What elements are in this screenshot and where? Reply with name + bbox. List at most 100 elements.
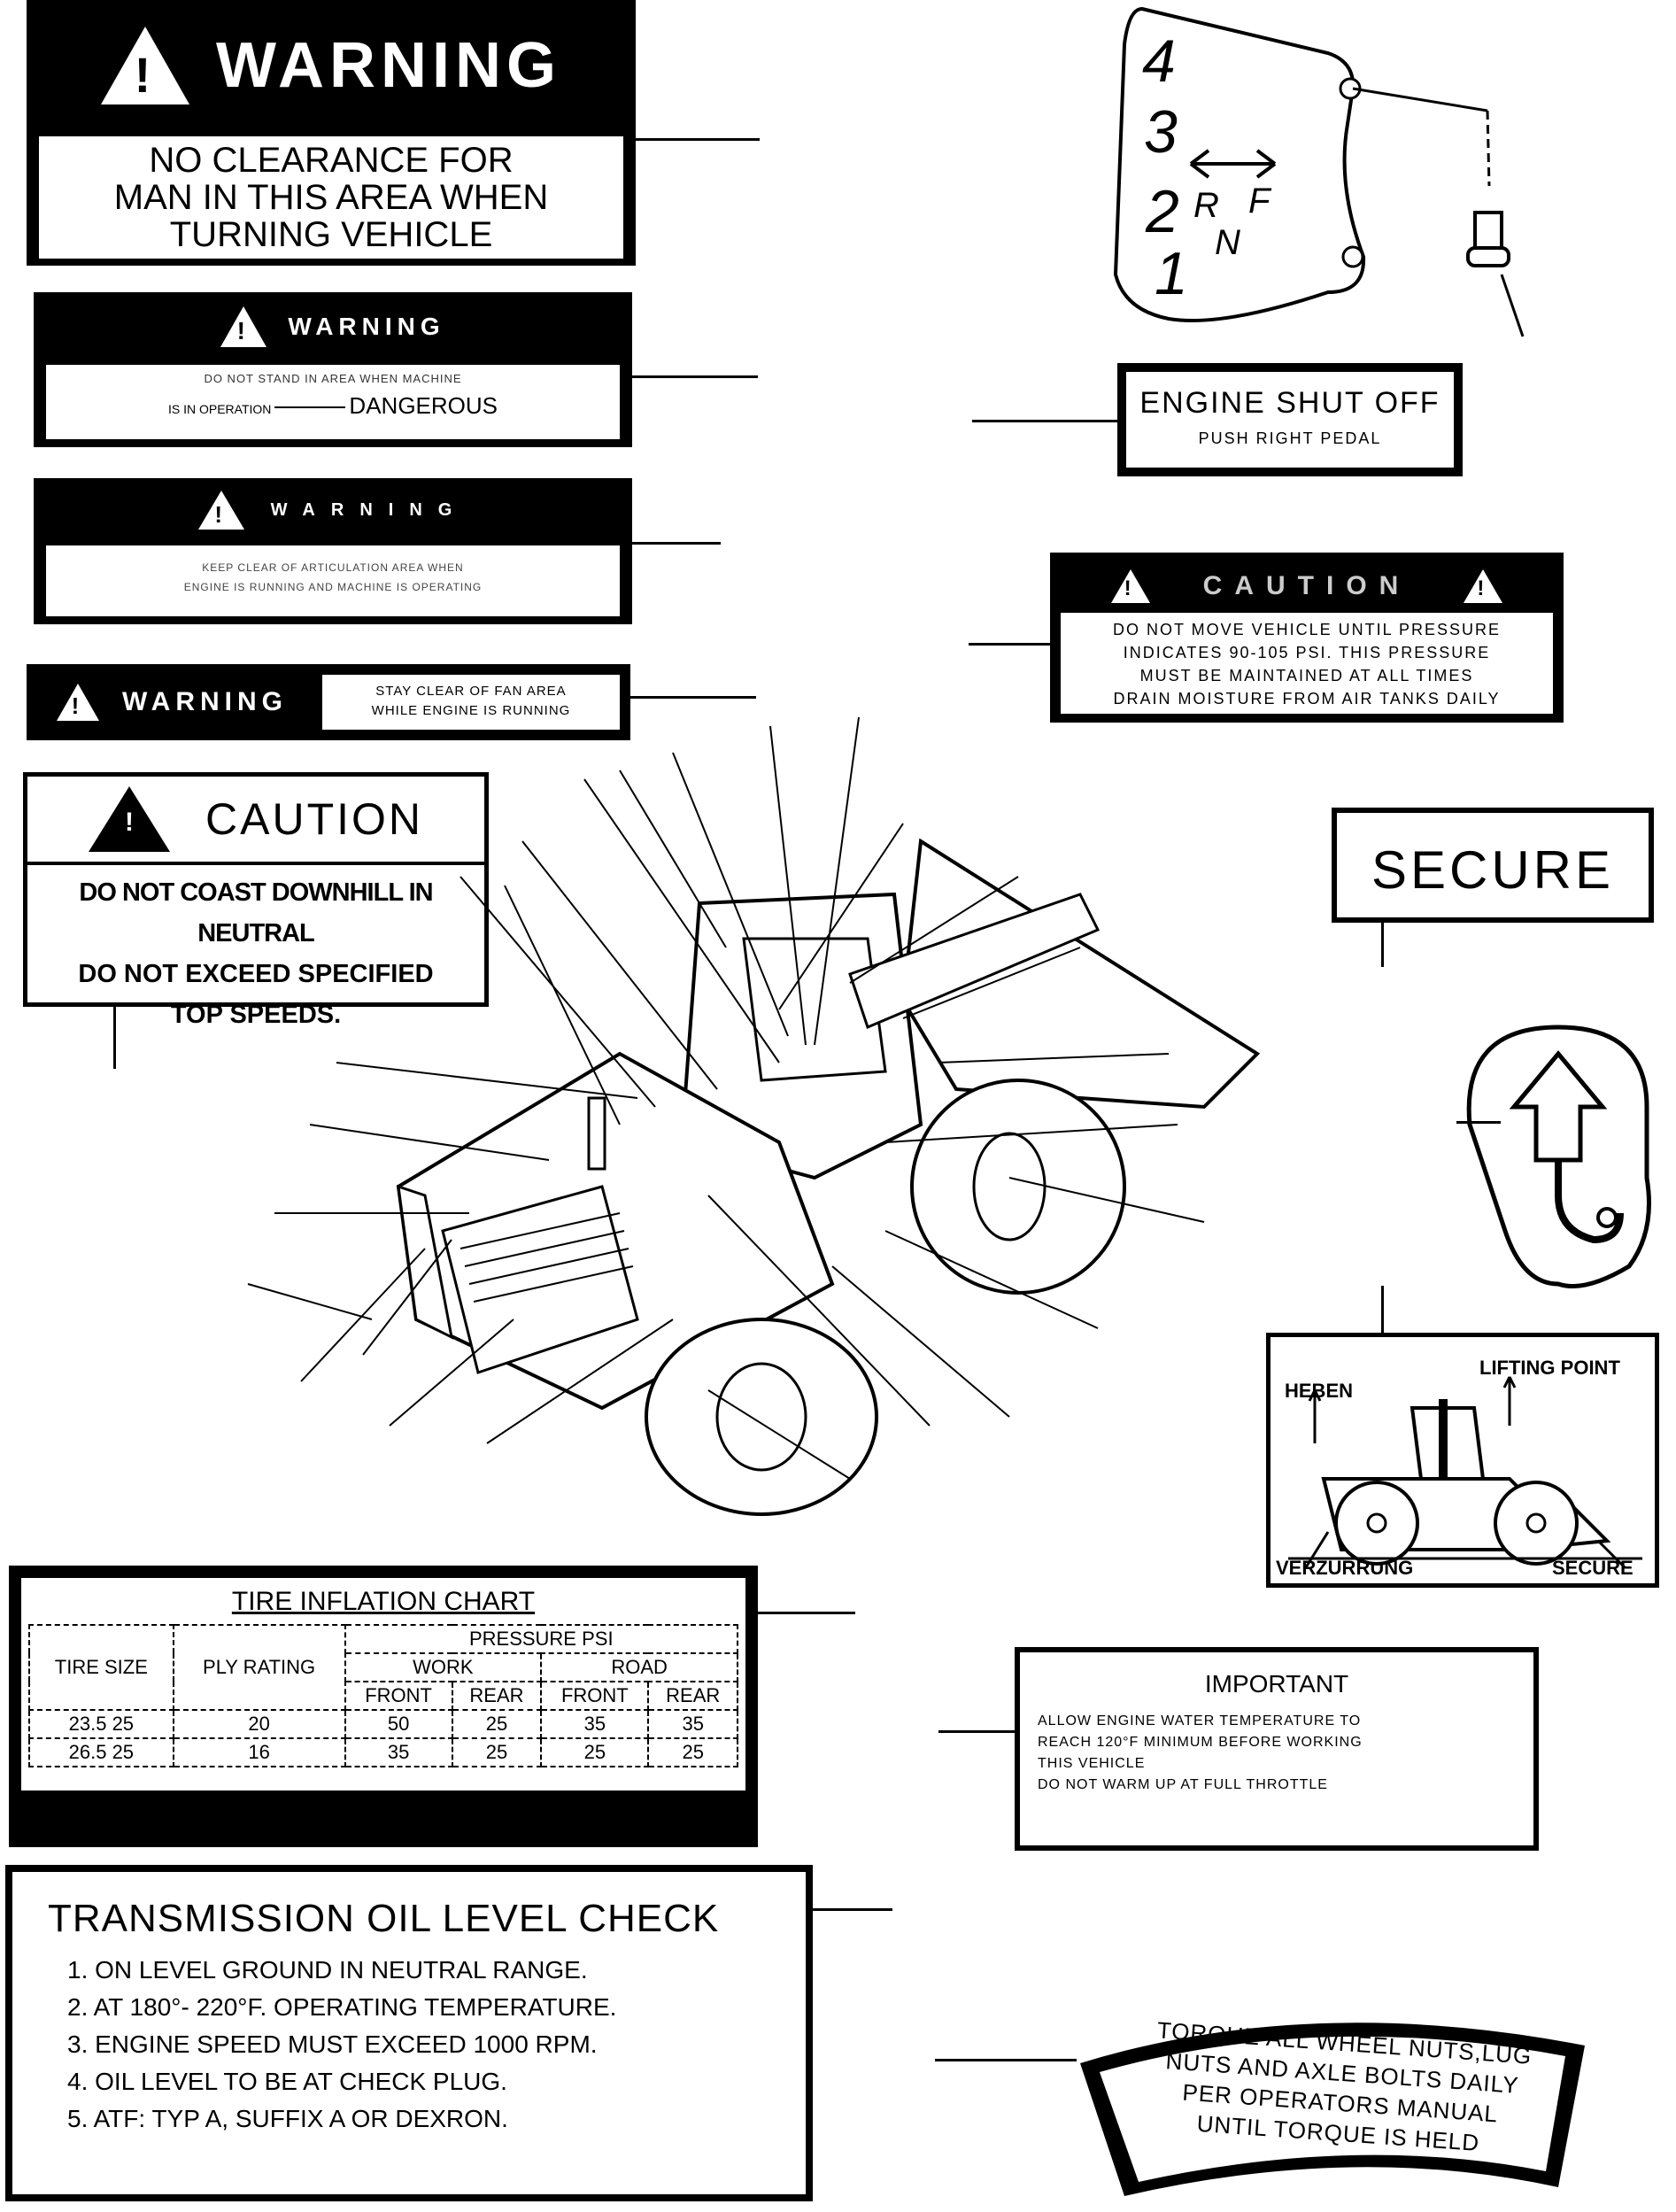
table-header: REAR	[647, 1681, 738, 1711]
warning-decal-fan: ! WARNING STAY CLEAR OF FAN AREA WHILE E…	[27, 664, 630, 740]
warning-decal-articulation: ! WARNING KEEP CLEAR OF ARTICULATION ARE…	[34, 478, 632, 624]
shifter-leader	[1352, 87, 1488, 112]
warning-line: WHILE ENGINE IS RUNNING	[371, 703, 571, 718]
table-header: TIRE SIZE	[28, 1624, 174, 1711]
warning-header: ! WARNING	[37, 296, 629, 358]
caution-line: TOP SPEEDS.	[170, 1001, 342, 1029]
leader-line	[972, 420, 1117, 422]
caution-line: DO NOT EXCEED SPECIFIED	[78, 960, 434, 988]
caution-line: DO NOT COAST DOWNHILL IN NEUTRAL	[79, 878, 433, 947]
table-header: FRONT	[540, 1681, 650, 1711]
gear-label-neutral: N	[1215, 223, 1240, 262]
table-cell: 35	[344, 1737, 453, 1767]
warning-body: KEEP CLEAR OF ARTICULATION AREA WHEN ENG…	[46, 545, 620, 616]
caution-line: DRAIN MOISTURE FROM AIR TANKS DAILY	[1113, 690, 1501, 708]
important-line: DO NOT WARM UP AT FULL THROTTLE	[1038, 1777, 1328, 1792]
leader-line	[758, 1612, 855, 1614]
transmission-item: 5. ATF: TYP A, SUFFIX A OR DEXRON.	[67, 2105, 508, 2132]
shifter-plate	[1113, 6, 1525, 337]
engine-shutoff-title: ENGINE SHUT OFF	[1139, 386, 1440, 420]
leader-line	[1456, 1121, 1501, 1124]
bolt-head-icon	[1466, 246, 1510, 267]
gear-label-3: 3	[1144, 98, 1178, 166]
hook-eye-icon	[1596, 1207, 1618, 1228]
leader-line	[813, 1908, 892, 1911]
warning-header: ! WARNING	[30, 668, 322, 737]
leader-line	[1381, 923, 1384, 967]
warning-line: NO CLEARANCE FOR	[149, 141, 514, 180]
leader-line	[935, 2059, 1077, 2061]
tie-down-symbol	[1466, 1025, 1651, 1288]
table-header: PLY RATING	[172, 1624, 346, 1711]
table-row: 23.5 25 20 50 25 35 35	[28, 1709, 738, 1739]
warning-line: ENGINE IS RUNNING AND MACHINE IS OPERATI…	[183, 581, 483, 593]
leader-line	[630, 696, 756, 699]
leader-line	[969, 643, 1050, 646]
warning-line: MAN IN THIS AREA WHEN	[113, 178, 549, 217]
important-decal: IMPORTANT ALLOW ENGINE WATER TEMPERATURE…	[1015, 1647, 1539, 1851]
warning-decal-turning: ! WARNING NO CLEARANCE FOR MAN IN THIS A…	[27, 0, 636, 266]
secure-label: SECURE	[1371, 840, 1615, 900]
table-header: WORK	[344, 1652, 543, 1682]
leader-line	[636, 138, 760, 141]
transmission-item: 4. OIL LEVEL TO BE AT CHECK PLUG.	[67, 2068, 507, 2095]
warning-title: WARNING	[216, 30, 561, 101]
warning-title: WARNING	[288, 313, 445, 340]
table-header-row: FRONT REAR FRONT REAR	[29, 1681, 738, 1711]
table-cell: 16	[172, 1737, 346, 1767]
tire-inflation-decal: TIRE INFLATION CHART TIRE SIZE PLY RATIN…	[9, 1566, 758, 1847]
lifting-point-label: LIFTING POINT	[1479, 1357, 1620, 1379]
caution-decal-pressure: ! CAUTION ! DO NOT MOVE VEHICLE UNTIL PR…	[1050, 553, 1564, 723]
gear-label-1: 1	[1155, 240, 1188, 307]
warning-triangle-icon: !	[197, 491, 244, 530]
torque-decal	[1080, 2023, 1585, 2196]
warning-header: ! WARNING	[30, 4, 632, 128]
table-cell: 25	[647, 1737, 738, 1767]
warning-triangle-icon: !	[57, 684, 99, 721]
shifter-leader	[1486, 110, 1491, 187]
warning-triangle-icon: !	[220, 306, 267, 347]
table-header: PRESSURE PSI	[344, 1624, 739, 1654]
caution-line: INDICATES 90-105 PSI. THIS PRESSURE	[1123, 644, 1491, 661]
caution-line: MUST BE MAINTAINED AT ALL TIMES	[1139, 667, 1474, 684]
table-cell: 23.5 25	[28, 1709, 174, 1739]
important-line: ALLOW ENGINE WATER TEMPERATURE TO	[1038, 1713, 1362, 1729]
warning-line: IS IN OPERATION DANGEROUS	[46, 392, 620, 420]
important-line: REACH 120°F MINIMUM BEFORE WORKING	[1038, 1735, 1363, 1750]
secure-point-label: SECURE	[1552, 1557, 1634, 1579]
engine-shutoff-subtitle: PUSH RIGHT PEDAL	[1198, 429, 1382, 447]
caution-title: CAUTION	[205, 794, 423, 844]
transmission-title: TRANSMISSION OIL LEVEL CHECK	[48, 1897, 720, 1940]
table-header: FRONT	[344, 1681, 453, 1711]
table-cell: 35	[647, 1709, 738, 1739]
table-header: REAR	[451, 1681, 543, 1711]
warning-line-suffix: DANGEROUS	[349, 392, 498, 419]
gear-label-4: 4	[1142, 27, 1176, 95]
engine-shutoff-decal: ENGINE SHUT OFF PUSH RIGHT PEDAL	[1117, 363, 1463, 476]
warning-body: DO NOT STAND IN AREA WHEN MACHINE IS IN …	[46, 365, 620, 439]
warning-title: WARNING	[270, 499, 468, 520]
table-cell: 35	[540, 1709, 650, 1739]
warning-line-prefix: IS IN OPERATION	[167, 402, 272, 416]
table-header-row: TIRE SIZE PLY RATING PRESSURE PSI	[28, 1624, 739, 1711]
hook-icon	[1555, 1160, 1624, 1244]
transmission-decal: TRANSMISSION OIL LEVEL CHECK 1. ON LEVEL…	[5, 1865, 813, 2201]
warning-line: DO NOT STAND IN AREA WHEN MACHINE	[204, 372, 462, 385]
shifter-hole-icon	[1341, 245, 1364, 268]
table-cell: 26.5 25	[28, 1737, 174, 1767]
tire-chart-title: TIRE INFLATION CHART	[231, 1587, 536, 1616]
caution-header: ! CAUTION !	[1054, 556, 1560, 616]
leader-line	[113, 1007, 116, 1069]
caution-decal-downhill: ! CAUTION DO NOT COAST DOWNHILL IN NEUTR…	[23, 772, 489, 1029]
tire-inflation-body: TIRE INFLATION CHART TIRE SIZE PLY RATIN…	[21, 1578, 745, 1790]
table-cell: 25	[451, 1709, 543, 1739]
warning-decal-standing: ! WARNING DO NOT STAND IN AREA WHEN MACH…	[34, 292, 632, 447]
gear-label-2: 2	[1146, 178, 1179, 245]
table-cell: 25	[451, 1737, 543, 1767]
important-title: IMPORTANT	[1204, 1670, 1349, 1698]
leader-line	[632, 375, 758, 378]
warning-line: KEEP CLEAR OF ARTICULATION AREA WHEN	[202, 561, 464, 574]
label-leader-lines	[247, 716, 1205, 1480]
caution-header: ! CAUTION	[27, 777, 484, 865]
table-row: 26.5 25 16 35 25 25 25	[28, 1737, 738, 1767]
